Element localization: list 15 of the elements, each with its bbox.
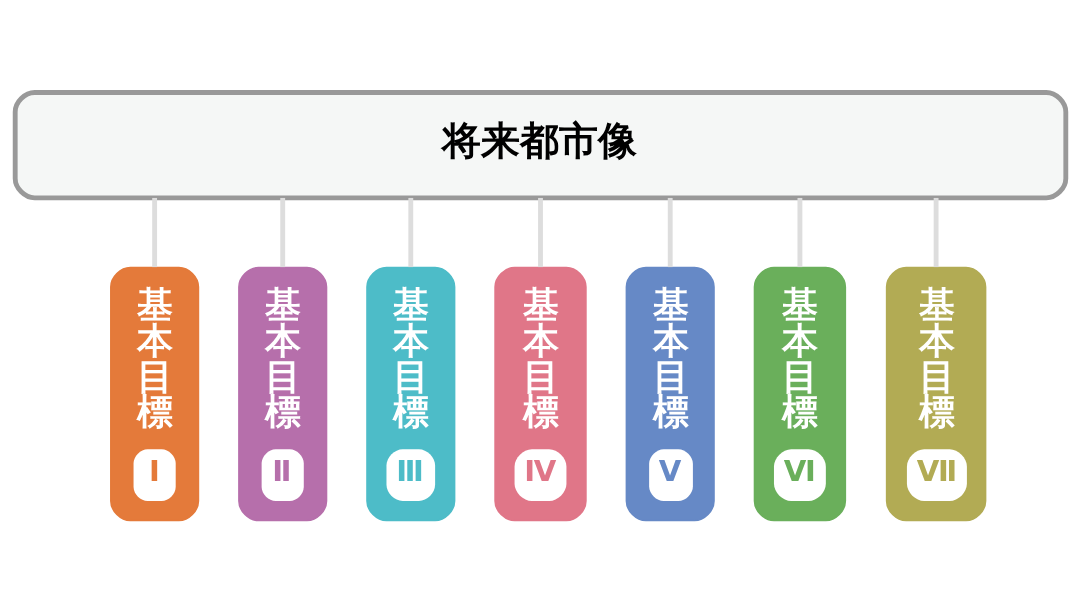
connector: [408, 197, 414, 268]
node-box: 基本目標 Ⅱ: [238, 266, 328, 522]
connector: [538, 197, 543, 268]
connector: [280, 197, 286, 268]
node-box: 基本目標 Ⅰ: [110, 266, 200, 522]
node-box: 将来都市像: [12, 90, 1069, 201]
connector: [152, 197, 158, 268]
node-box: 基本目標 Ⅴ: [625, 266, 715, 522]
node-box: 基本目標 Ⅳ: [494, 266, 587, 522]
node-box: 基本目標 Ⅲ: [366, 266, 456, 522]
node-box: 基本目標 Ⅵ: [753, 266, 847, 522]
node-box: 基本目標 Ⅶ: [885, 266, 987, 522]
connector: [933, 197, 939, 268]
connector: [667, 197, 673, 268]
connector: [797, 197, 803, 268]
